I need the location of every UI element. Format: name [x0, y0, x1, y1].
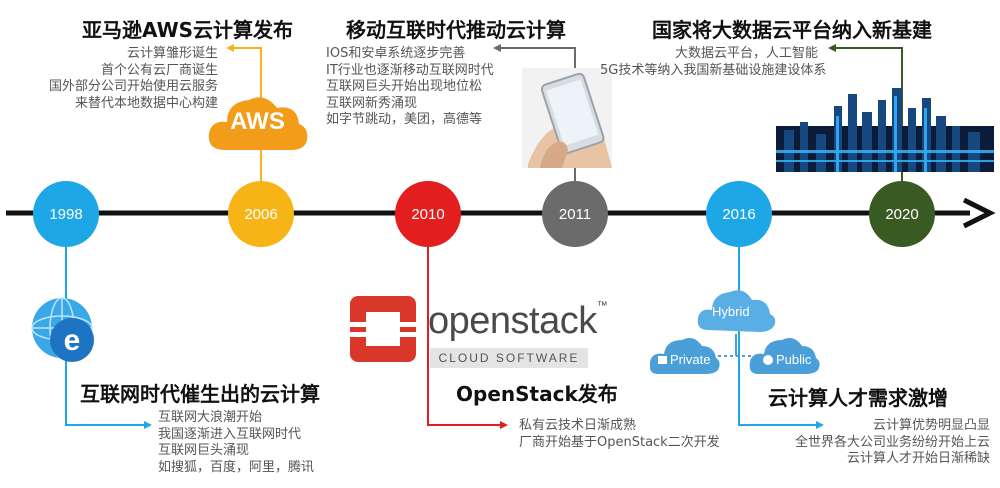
cloud-label-hybrid: Hybrid: [712, 304, 750, 319]
title-2011: 移动互联时代推动云计算: [346, 18, 566, 42]
desc-2011-line: IT行业也逐渐移动互联网时代: [326, 62, 494, 78]
year-label-2020: 2020: [885, 205, 919, 223]
title-1998: 互联网时代催生出的云计算: [80, 382, 320, 406]
svg-text:e: e: [64, 324, 81, 357]
desc-2010-line: 私有云技术日渐成熟: [519, 418, 637, 433]
desc-2006-line: 云计算雏形诞生: [126, 46, 218, 61]
mobile-hand-image: [522, 68, 612, 168]
desc-2016: 云计算优势明显凸显 全世界各大公司业务纷纷开始上云 云计算人才开始日渐稀缺: [752, 418, 990, 468]
desc-2016-line: 云计算人才开始日渐稀缺: [846, 451, 990, 466]
year-circle-1998: 1998: [33, 181, 99, 247]
desc-1998-line: 我国逐渐进入互联网时代: [158, 426, 302, 442]
year-label-2006: 2006: [244, 205, 278, 223]
connector-2010: [427, 247, 508, 429]
desc-1998-line: 互联网大浪潮开始: [158, 410, 263, 425]
desc-2010-line: 厂商开始基于OpenStack二次开发: [519, 434, 720, 450]
desc-2006: 云计算雏形诞生 首个公有云厂商诞生 国外部分公司开始使用云服务 来替代本地数据中…: [14, 46, 218, 112]
aws-logo-text: AWS: [230, 108, 285, 135]
desc-2011-line: IOS和安卓系统逐步完善: [326, 46, 466, 61]
year-circle-2006: 2006: [228, 181, 294, 247]
city-skyline-image: [776, 86, 994, 172]
desc-2020-line: 大数据云平台，人工智能: [674, 46, 818, 61]
desc-2016-line: 全世界各大公司业务纷纷开始上云: [794, 434, 990, 450]
cloud-label-public: Public: [776, 352, 812, 367]
desc-2011-line: 互联网新秀涌现: [326, 95, 418, 111]
title-2006: 亚马逊AWS云计算发布: [82, 18, 294, 42]
year-circle-2016: 2016: [706, 181, 772, 247]
desc-1998-line: 互联网巨头涌现: [158, 443, 250, 458]
desc-1998-line: 如搜狐，百度，阿里，腾讯: [158, 459, 315, 475]
desc-2006-line: 国外部分公司开始使用云服务: [48, 79, 218, 94]
year-circle-2020: 2020: [869, 181, 935, 247]
aws-cloud-icon: [208, 97, 308, 150]
desc-2006-line: 首个公有云厂商诞生: [100, 62, 218, 78]
desc-2010: 私有云技术日渐成熟 厂商开始基于OpenStack二次开发: [519, 418, 720, 451]
desc-2011-line: 如字节跳动，美团，高德等: [326, 112, 483, 127]
openstack-subtitle-bar: CLOUD SOFTWARE: [430, 348, 588, 368]
openstack-icon: [350, 296, 416, 362]
year-circle-2011: 2011: [542, 181, 608, 247]
ie-globe-image: e: [22, 290, 102, 370]
year-circle-2010: 2010: [395, 181, 461, 247]
mobile-hand-icon: [522, 68, 612, 168]
title-2010: OpenStack发布: [456, 382, 618, 406]
globe-icon: [763, 355, 773, 365]
aws-cloud-logo: AWS: [205, 88, 310, 158]
lock-icon: [658, 356, 667, 364]
openstack-wordmark: openstack™: [428, 300, 608, 343]
openstack-subtitle: CLOUD SOFTWARE: [438, 351, 580, 365]
title-2020: 国家将大数据云平台纳入新基建: [652, 18, 932, 42]
desc-2020: 大数据云平台，人工智能 5G技术等纳入我国新基础设施建设体系: [600, 46, 827, 79]
city-skyline-icon: [776, 88, 994, 172]
cloud-label-private: Private: [670, 352, 711, 367]
desc-2011-line: 互联网巨头开始出现地位松: [326, 79, 483, 94]
hybrid-cloud-diagram: Hybrid Private Public: [650, 272, 830, 376]
timeline-axis-arrow: [962, 197, 996, 229]
desc-1998: 互联网大浪潮开始 我国逐渐进入互联网时代 互联网巨头涌现 如搜狐，百度，阿里，腾…: [158, 410, 314, 476]
openstack-tm: ™: [596, 300, 608, 312]
hybrid-cloud-icon: [650, 290, 820, 374]
year-label-2016: 2016: [722, 205, 756, 223]
desc-2020-line: 5G技术等纳入我国新基础设施建设体系: [600, 62, 827, 78]
year-label-1998: 1998: [49, 205, 83, 223]
desc-2006-line: 来替代本地数据中心构建: [74, 95, 218, 111]
title-2016: 云计算人才需求激增: [768, 386, 948, 410]
openstack-logo-mark: [350, 296, 416, 362]
year-label-2011: 2011: [558, 205, 592, 223]
year-label-2010: 2010: [411, 205, 445, 223]
desc-2011: IOS和安卓系统逐步完善 IT行业也逐渐移动互联网时代 互联网巨头开始出现地位松…: [326, 46, 494, 129]
openstack-wordmark-text: openstack: [428, 300, 597, 342]
ie-globe-icon: e: [31, 297, 94, 362]
desc-2016-line: 云计算优势明显凸显: [872, 418, 990, 433]
